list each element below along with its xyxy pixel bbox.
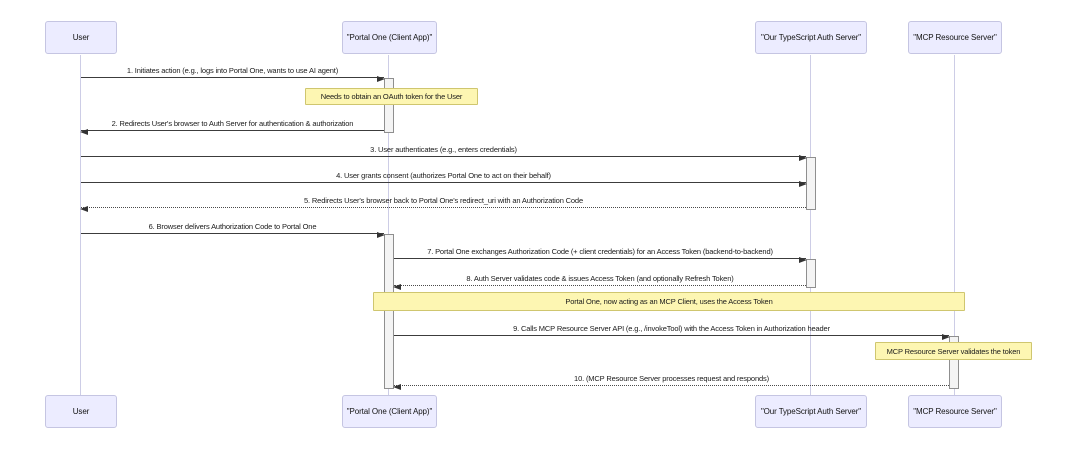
lifeline-auth (810, 55, 811, 395)
arrowhead-right-icon (942, 334, 950, 340)
participant-mcp-bottom: "MCP Resource Server" (908, 395, 1002, 428)
participant-user-bottom: User (45, 395, 117, 428)
message-10-line (394, 385, 949, 386)
arrowhead-left-icon (80, 129, 88, 135)
message-7: 7. Portal One exchanges Authorization Co… (394, 245, 807, 263)
message-2-label: 2. Redirects User's browser to Auth Serv… (111, 119, 354, 128)
lifeline-user (80, 55, 81, 395)
lifeline-portal (388, 55, 389, 395)
activation-portal-1 (384, 78, 394, 133)
arrowhead-right-icon (799, 155, 807, 161)
message-8-label: 8. Auth Server validates code & issues A… (466, 274, 734, 283)
message-5: 5. Redirects User's browser back to Port… (80, 194, 806, 212)
message-9: 9. Calls MCP Resource Server API (e.g., … (394, 322, 950, 340)
message-6-line (81, 233, 384, 234)
message-3: 3. User authenticates (e.g., enters cred… (81, 143, 807, 161)
message-2: 2. Redirects User's browser to Auth Serv… (80, 117, 384, 135)
note-mcp-validates-token: MCP Resource Server validates the token (875, 342, 1032, 360)
activation-mcp-1 (949, 336, 959, 389)
arrowhead-right-icon (377, 232, 385, 238)
arrowhead-left-icon (80, 206, 88, 212)
message-1-line (81, 77, 384, 78)
message-4-label: 4. User grants consent (authorizes Porta… (336, 171, 551, 180)
message-9-label: 9. Calls MCP Resource Server API (e.g., … (513, 324, 830, 333)
message-5-line (81, 207, 806, 208)
participant-portal-bottom: "Portal One (Client App)" (342, 395, 437, 428)
arrowhead-right-icon (377, 76, 385, 82)
message-7-label: 7. Portal One exchanges Authorization Co… (427, 247, 773, 256)
message-10-label: 10. (MCP Resource Server processes reque… (574, 374, 769, 383)
message-3-line (81, 156, 806, 157)
participant-auth-top: "Our TypeScript Auth Server" (755, 21, 867, 54)
message-5-label: 5. Redirects User's browser back to Port… (304, 196, 583, 205)
message-10: 10. (MCP Resource Server processes reque… (393, 372, 949, 390)
message-9-line (394, 335, 949, 336)
participant-mcp-top: "MCP Resource Server" (908, 21, 1002, 54)
arrowhead-right-icon (799, 181, 807, 187)
message-4-line (81, 182, 806, 183)
message-8: 8. Auth Server validates code & issues A… (393, 272, 806, 290)
message-7-line (394, 258, 806, 259)
activation-auth-2 (806, 259, 816, 288)
message-6-label: 6. Browser delivers Authorization Code t… (148, 222, 317, 231)
activation-portal-2 (384, 234, 394, 389)
note-mcp-client-access-token: Portal One, now acting as an MCP Client,… (373, 292, 965, 311)
participant-portal-top: "Portal One (Client App)" (342, 21, 437, 54)
lifeline-mcp (954, 55, 955, 395)
message-3-label: 3. User authenticates (e.g., enters cred… (370, 145, 517, 154)
participant-auth-bottom: "Our TypeScript Auth Server" (755, 395, 867, 428)
message-6: 6. Browser delivers Authorization Code t… (81, 220, 385, 238)
message-1-label: 1. Initiates action (e.g., logs into Por… (126, 66, 339, 75)
participant-user-top: User (45, 21, 117, 54)
arrowhead-left-icon (393, 284, 401, 290)
arrowhead-right-icon (799, 257, 807, 263)
message-8-line (394, 285, 806, 286)
message-2-line (81, 130, 384, 131)
message-1: 1. Initiates action (e.g., logs into Por… (81, 64, 385, 82)
note-oauth-token-needed: Needs to obtain an OAuth token for the U… (305, 88, 478, 105)
arrowhead-left-icon (393, 384, 401, 390)
message-4: 4. User grants consent (authorizes Porta… (81, 169, 807, 187)
